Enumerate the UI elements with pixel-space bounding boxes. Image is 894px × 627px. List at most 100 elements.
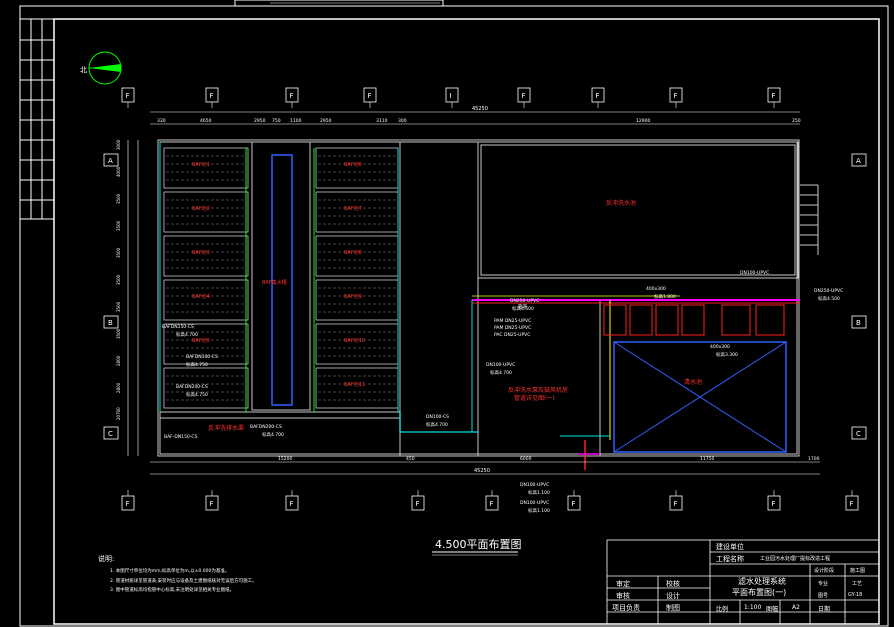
tb-row-left-1: 审定 (616, 580, 630, 588)
dim-value: 300 (398, 118, 407, 124)
drawing-border (19, 5, 889, 627)
pipe-label: BAF-DN150-CS (164, 434, 198, 440)
north-arrow-icon (88, 51, 122, 85)
axis-letter: F (772, 92, 776, 100)
pipe-label: 管道 (518, 303, 527, 310)
tank-label-right: BAF池7 (344, 205, 362, 212)
title-block-grid (606, 539, 880, 625)
pipe-label: 标高3.300 (716, 351, 738, 358)
axis-letter: F (290, 92, 294, 100)
tank-cell (315, 323, 399, 365)
tb-spec-value: 工艺 (852, 581, 863, 587)
left-sub-label: 反冲洗排水渠 (208, 424, 244, 432)
inner-frame (53, 18, 880, 625)
dim-value: 12900 (636, 118, 650, 124)
axis-box (851, 426, 867, 440)
building-walls (157, 139, 800, 457)
pipe-label: 标高4.700 (262, 431, 284, 438)
tank-label-right: BAF池6 (344, 161, 362, 168)
dim-value: 2800 (116, 355, 121, 366)
notes-title: 说明: (98, 554, 114, 563)
big-tank-label: 反冲洗水池 (606, 199, 636, 207)
tb-row-left-3: 项目负责 (612, 604, 640, 612)
pipe-label: 标高4.700 (490, 369, 512, 376)
pipe-label: 标高4.500 (818, 295, 840, 302)
tb-project-label: 工程名称 (716, 555, 744, 563)
tb-row-mid-2: 设计 (666, 592, 680, 600)
pipe-label: 标高4.500 (512, 305, 534, 312)
dimension-left-values: 3000400035003500350035003500350028002800… (116, 139, 121, 420)
pipe-label: 标高1.100 (528, 489, 550, 496)
tank-cell (163, 147, 249, 189)
north-label: 北 (80, 66, 87, 74)
dim-value: 20700 (116, 407, 121, 420)
axis-letter: A (856, 157, 861, 165)
axis-letter: F (596, 92, 600, 100)
tank-label-left: BAF池5 (192, 337, 210, 344)
tb-scale-label: 比例 (716, 606, 729, 613)
tank-label-right: BAF池11 (344, 381, 365, 388)
dim-bottom-total: 45250 (474, 468, 490, 474)
axis-box (851, 153, 867, 167)
tb-no-value: GY-18 (848, 592, 863, 598)
pipe-label: BAFDN200-CS (176, 384, 208, 390)
tank-cell (315, 191, 399, 233)
stair (800, 184, 819, 255)
pipe-label: 标高4.750 (186, 391, 208, 398)
dim-value: 3110 (376, 118, 388, 124)
tb-no-label: 图号 (818, 593, 829, 599)
dimension-top (150, 111, 800, 125)
pipe-labels: BAFDN150-CS标高4.700BAFDN100-CS标高4.750BAFD… (162, 270, 843, 514)
dim-value: 4000 (116, 166, 121, 177)
pipe-label: DN100-UPVC (520, 500, 549, 506)
center-channel-label: BAF集水槽 (262, 279, 287, 286)
dim-top-total: 45250 (472, 106, 488, 112)
axis-letter: F (210, 500, 214, 508)
axis-letter: F (572, 500, 576, 508)
red-note-2: 管道详见图(一) (514, 394, 555, 402)
note-1: 1. 本图尺寸单位均为mm,标高单位为m,以±0.000为基准。 (110, 567, 229, 574)
dim-value: 3500 (116, 274, 121, 285)
top-stub (234, 0, 444, 7)
dim-value: 3500 (116, 301, 121, 312)
pipe-label: DN100-CS (426, 414, 449, 420)
dim-value: 3000 (116, 139, 121, 150)
tb-drawing-name-1: 滤水处理系统 (738, 577, 786, 586)
dim-value: 4650 (200, 118, 212, 124)
dim-value: 15200 (278, 456, 292, 462)
lower-tank-label: 清水池 (684, 378, 702, 386)
dim-value: 1100 (290, 118, 302, 124)
tank-cell (315, 147, 399, 189)
pipe-label: PAM DN25-UPVC (494, 325, 531, 331)
axis-letter: F (772, 500, 776, 508)
dimension-bottom (150, 461, 820, 475)
dim-value: 3500 (116, 247, 121, 258)
axis-letter: F (416, 500, 420, 508)
pipe-label: PAC DN25-UPVC (494, 332, 530, 338)
tank-label-left: BAF池3 (192, 249, 210, 256)
pipe-label: BAFDN150-CS (162, 324, 194, 330)
tb-row-mid-3: 制图 (666, 604, 680, 612)
dim-value: 2800 (116, 382, 121, 393)
axis-letter: C (856, 430, 861, 438)
dim-value: 3500 (116, 328, 121, 339)
pipe-label: 标高1.100 (528, 507, 550, 514)
axis-letter: F (674, 92, 678, 100)
pipe-label: DN100-UPVC (486, 362, 515, 368)
tb-row-mid-1: 校核 (666, 580, 680, 588)
note-3: 3. 图中管道标高均指管中心标高,未注明处详见相关专业图纸。 (110, 586, 234, 593)
dim-value: 750 (272, 118, 281, 124)
dim-value: 3500 (116, 220, 121, 231)
tb-stage-value: 施工图 (850, 568, 866, 574)
axis-letter: B (108, 319, 113, 327)
pipe-label: PAM DN25-UPVC (494, 318, 531, 324)
axis-letter: B (856, 319, 861, 327)
tank-cell (163, 367, 249, 409)
dim-value: 250 (792, 118, 801, 124)
dim-value: 6000 (520, 456, 532, 462)
